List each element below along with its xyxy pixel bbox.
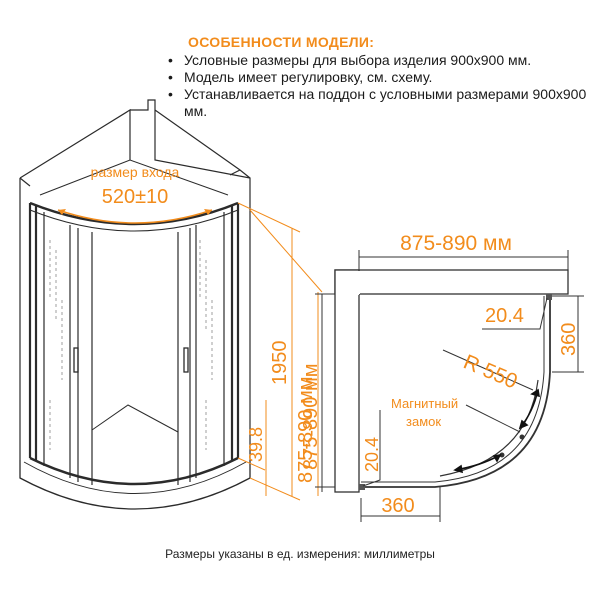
left-post <box>28 203 38 460</box>
wall-profile-bottom <box>359 484 365 490</box>
magnet-marker <box>499 452 505 458</box>
top-view <box>334 269 569 493</box>
radius-leader <box>442 349 534 391</box>
height-ext-lines <box>237 202 301 501</box>
magnet-marker <box>519 434 525 440</box>
magnet-label-2: замок <box>406 414 441 429</box>
gap-right-leader <box>482 297 548 330</box>
features-list: Условные размеры для выбора изделия 900х… <box>158 52 588 120</box>
entrance-arc <box>57 209 213 224</box>
top-wall <box>334 269 569 295</box>
niche-back-edge <box>39 159 229 196</box>
slide-arrowheads <box>453 388 540 474</box>
left-panel <box>43 212 71 478</box>
feature-item: Модель имеет регулировку, см. схему. <box>158 69 588 86</box>
top-frame-arc-2 <box>29 209 239 232</box>
entrance-value: 520±10 <box>102 186 169 208</box>
top-frame-arc <box>29 201 239 226</box>
front-view <box>19 99 251 510</box>
top-view-dimensions <box>315 250 584 522</box>
side-bottom-value: 360 <box>381 495 414 517</box>
magnet-label-1: Магнитный <box>391 396 458 411</box>
right-side-line <box>552 295 584 373</box>
feature-item: Устанавливается на поддон с условными ра… <box>158 86 588 120</box>
width-range-value: 875-890 мм <box>295 377 317 483</box>
entrance-arc-arrows <box>58 209 212 215</box>
door-profile <box>439 379 539 477</box>
top-width-value: 875-890 мм <box>400 232 512 255</box>
left-height-value: 875-890 мм <box>300 364 322 470</box>
right-door <box>177 228 191 485</box>
glass-reflection <box>49 240 213 450</box>
right-handle <box>183 347 189 373</box>
right-post <box>230 203 240 460</box>
features-block: ОСОБЕННОСТИ МОДЕЛИ: Условные размеры для… <box>158 34 588 120</box>
gap-right-value: 20.4 <box>485 305 524 327</box>
magnet-leader <box>465 404 521 433</box>
slide-arrows <box>453 388 540 474</box>
tray-height-value: 39.8 <box>246 427 266 462</box>
width-dim-line <box>249 209 323 496</box>
tray-inner <box>23 461 247 494</box>
features-title: ОСОБЕННОСТИ МОДЕЛИ: <box>188 34 375 50</box>
units-footnote: Размеры указаны в ед. измерения: миллиме… <box>165 547 435 561</box>
gap-bottom-value: 20.4 <box>362 437 382 472</box>
side-right-value: 360 <box>558 323 580 356</box>
wall-corner-fix <box>336 271 360 295</box>
tray-outline <box>19 460 251 510</box>
entrance-label: размер входа <box>91 164 180 180</box>
right-panel <box>195 212 225 478</box>
cabin-profile-inner <box>361 296 545 483</box>
left-door <box>77 228 93 485</box>
top-width-line <box>358 250 569 270</box>
cabin-floor <box>91 404 179 433</box>
cabin-profile <box>361 296 551 488</box>
height-dimensions <box>237 202 323 501</box>
gap-bottom-leader <box>362 410 381 487</box>
radius-value: R 550 <box>460 350 521 393</box>
left-height-line <box>315 293 335 492</box>
height-value: 1950 <box>269 341 291 386</box>
bottom-side-line <box>360 487 441 522</box>
entrance-dimension: размер входа 520±10 <box>57 164 213 224</box>
left-handle <box>73 347 79 373</box>
front-wall-outline <box>19 99 251 460</box>
bottom-frame-arc <box>29 456 239 486</box>
feature-item: Условные размеры для выбора изделия 900х… <box>158 52 588 69</box>
left-wall <box>334 269 360 493</box>
wall-profile-right <box>546 294 552 300</box>
